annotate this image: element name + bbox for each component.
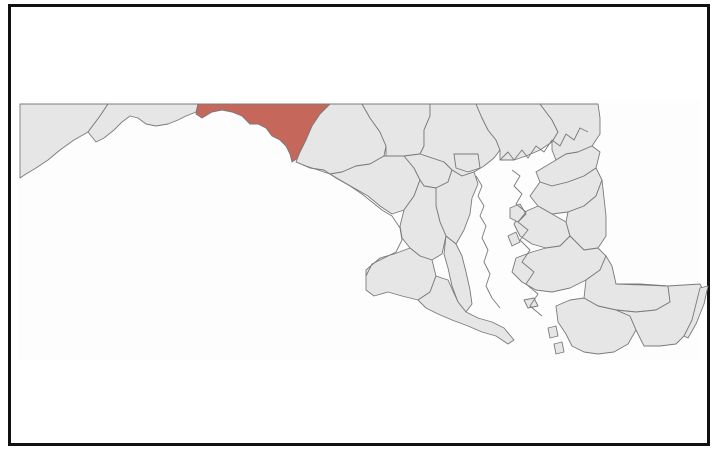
county-somerset[interactable] (555, 297, 637, 355)
county-calvert[interactable] (443, 235, 473, 313)
bay-shoreline-west (475, 175, 501, 309)
harford-shoreline (499, 127, 589, 161)
island-south-marsh (553, 341, 565, 355)
county-st-marys[interactable] (417, 275, 515, 345)
bay-shoreline-east (511, 169, 543, 317)
county-baltimore-city[interactable] (453, 153, 481, 173)
island-bloodsworth (523, 297, 539, 309)
potomac-shoreline (295, 161, 403, 277)
county-allegany[interactable] (87, 103, 199, 143)
island-smith (547, 325, 559, 339)
island-tilghman (507, 231, 521, 247)
island-assateague (683, 285, 709, 339)
county-caroline[interactable] (565, 179, 607, 251)
